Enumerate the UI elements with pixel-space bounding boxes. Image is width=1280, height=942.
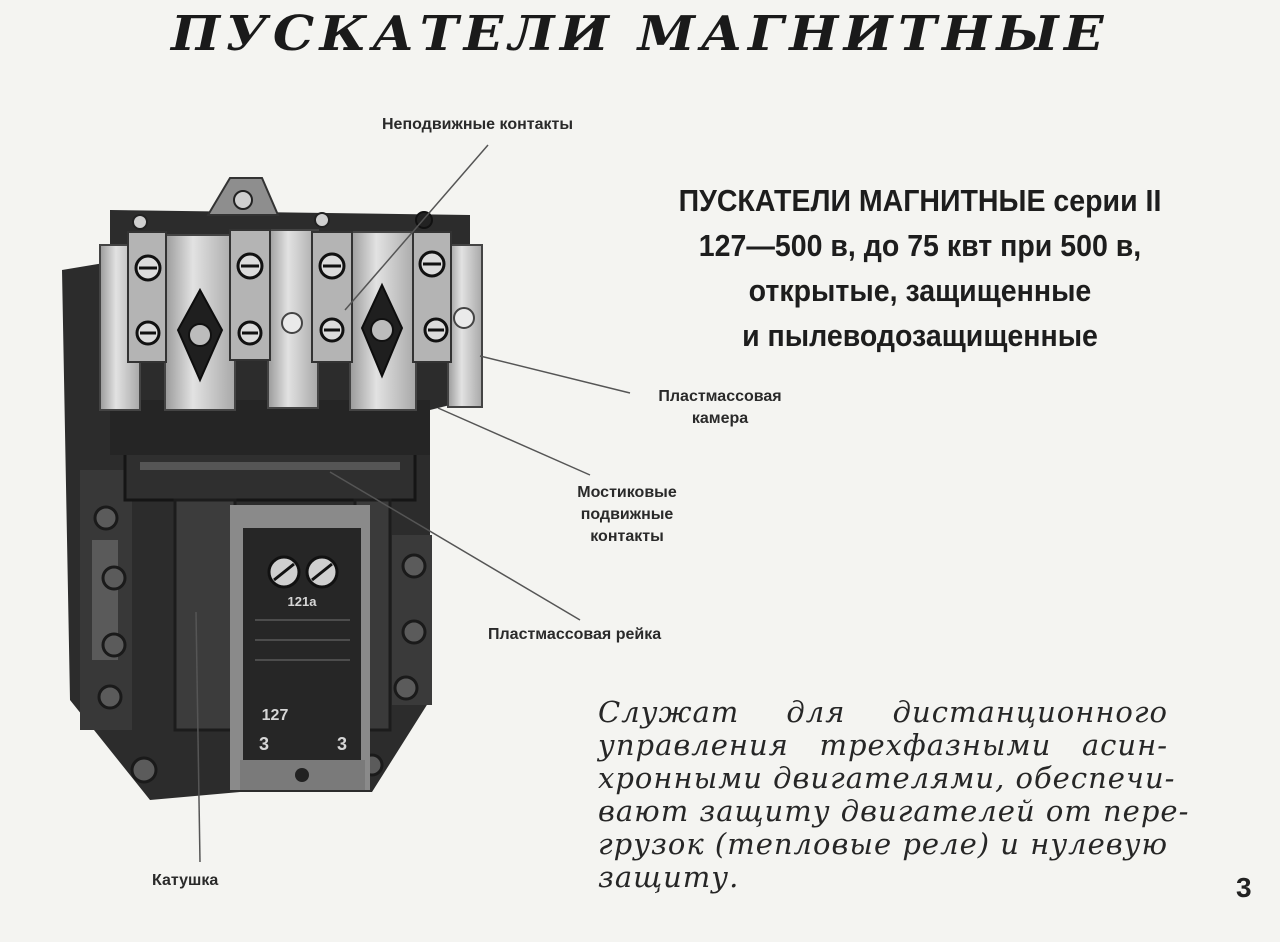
coil-mark-left: 3 bbox=[259, 734, 269, 754]
page-number: 3 bbox=[1236, 872, 1252, 903]
coil-key-hole bbox=[295, 768, 309, 782]
coil-mark-right: 3 bbox=[337, 734, 347, 754]
camera-hole bbox=[453, 307, 475, 329]
mounting-hole bbox=[97, 684, 123, 710]
label-bridge-contacts: Мостиковые подвижные контакты bbox=[577, 484, 677, 545]
label-plastic-rail: Пластмассовая рейка bbox=[488, 626, 662, 643]
starter-heading: ПУСКАТЕЛИ МАГНИТНЫЕ серии II 127—500 в, … bbox=[626, 178, 1215, 358]
description-line: Служат для дистанционного bbox=[598, 695, 1168, 729]
heading-line: 127—500 в, до 75 квт при 500 в, bbox=[698, 228, 1142, 263]
description-line: вают защиту двигателей от пере- bbox=[598, 794, 1190, 828]
mounting-hole bbox=[93, 505, 119, 531]
label-coil: Катушка bbox=[152, 872, 219, 889]
page-title: ПУСКАТЕЛИ МАГНИТНЫЕ bbox=[171, 6, 1109, 62]
description-line: хронными двигателями, обеспечи- bbox=[598, 761, 1176, 795]
description-line: управления трехфазными асин- bbox=[598, 728, 1168, 762]
plastic-rail-edge bbox=[140, 462, 400, 470]
leader-lines bbox=[195, 144, 631, 863]
mounting-hole bbox=[130, 756, 158, 784]
label-fixed-contacts: Неподвижные контакты bbox=[382, 116, 573, 133]
description-text: Служат для дистанционного управления тре… bbox=[598, 695, 1190, 894]
heading-line: ПУСКАТЕЛИ МАГНИТНЫЕ серии II bbox=[678, 183, 1162, 218]
coil-code-text: 121а bbox=[288, 594, 318, 609]
heading-line: открытые, защищенные bbox=[748, 273, 1092, 308]
mounting-hole bbox=[393, 675, 419, 701]
mounting-hole bbox=[101, 565, 127, 591]
camera-hole bbox=[281, 312, 303, 334]
coil-voltage-text: 127 bbox=[262, 707, 289, 724]
terminal-screws bbox=[132, 211, 449, 346]
mounting-hole bbox=[401, 553, 427, 579]
coil-body bbox=[243, 528, 361, 760]
heading-line: и пылеводозащищенные bbox=[742, 318, 1098, 353]
coil-frame-left bbox=[173, 498, 237, 732]
mounting-hole bbox=[101, 632, 127, 658]
plastic-rail bbox=[123, 450, 417, 502]
description-line: грузок (тепловые реле) и нулевую bbox=[598, 827, 1168, 861]
label-plastic-chamber: Пластмассовая камера bbox=[658, 388, 782, 427]
mounting-hole bbox=[401, 619, 427, 645]
description-line: защиту. bbox=[598, 860, 740, 894]
